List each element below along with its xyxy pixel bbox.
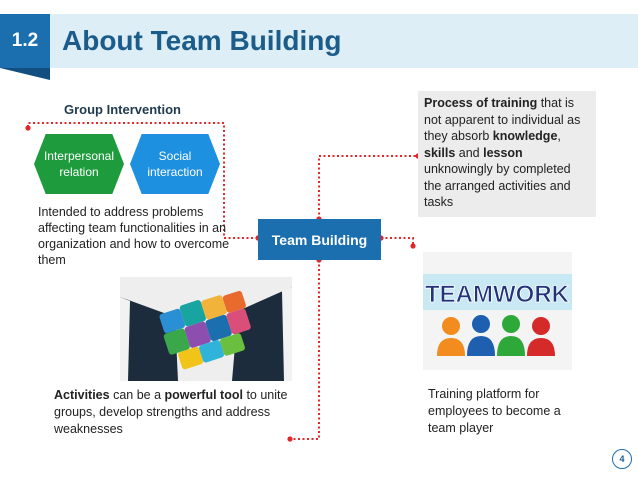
connector-dot xyxy=(410,243,416,249)
teamwork-people-image: TEAMWORK xyxy=(423,252,572,370)
text-run: can be a xyxy=(109,388,165,402)
group-intervention-label: Group Intervention xyxy=(64,102,181,117)
connector-dot xyxy=(287,436,293,442)
badge-tail xyxy=(0,68,50,80)
handshake-puzzle-image xyxy=(120,277,292,381)
activities-description: Activities can be a powerful tool to uni… xyxy=(54,387,304,438)
bold-phrase: lesson xyxy=(483,145,523,160)
hex-line: Interpersonal xyxy=(43,149,115,163)
text-run: , xyxy=(557,129,561,143)
hex-line: Social xyxy=(158,149,192,163)
title-bar xyxy=(0,14,638,68)
bold-phrase: knowledge xyxy=(492,129,558,143)
slide-title: About Team Building xyxy=(62,25,342,56)
connector-group-to-team xyxy=(27,122,258,239)
team-building-box: Team Building xyxy=(258,219,381,260)
hex-line: interaction xyxy=(147,165,203,179)
connector-dot xyxy=(25,125,31,131)
section-number-badge: 1.2 xyxy=(0,14,50,68)
training-platform-description: Training platform for employees to becom… xyxy=(428,387,561,435)
text-run: and xyxy=(455,145,484,160)
hex-line: relation xyxy=(59,165,99,179)
text-run: unknowingly by completed the arranged ac… xyxy=(424,162,571,209)
teamwork-word: TEAMWORK xyxy=(425,281,570,308)
hexagon-social-interaction: Social interaction xyxy=(130,134,220,194)
bold-phrase: Process of training xyxy=(424,96,538,110)
text-run: that is not apparent to individual as th… xyxy=(424,96,581,143)
process-of-training-box: Process of training that is not apparent… xyxy=(418,91,596,217)
bold-phrase: powerful tool xyxy=(164,388,243,402)
bold-phrase: skills xyxy=(424,145,456,160)
connector-team-to-activities xyxy=(290,260,320,440)
bold-phrase: Activities xyxy=(54,388,110,402)
connector-team-to-training xyxy=(381,237,414,246)
page-number: 4 xyxy=(612,449,632,469)
hexagon-interpersonal-relation: Interpersonal relation xyxy=(34,134,124,194)
text-run: to unite groups, develop strengths and a… xyxy=(54,388,288,436)
intended-description: Intended to address problems affecting t… xyxy=(38,205,230,267)
connector-team-to-process xyxy=(318,155,418,219)
